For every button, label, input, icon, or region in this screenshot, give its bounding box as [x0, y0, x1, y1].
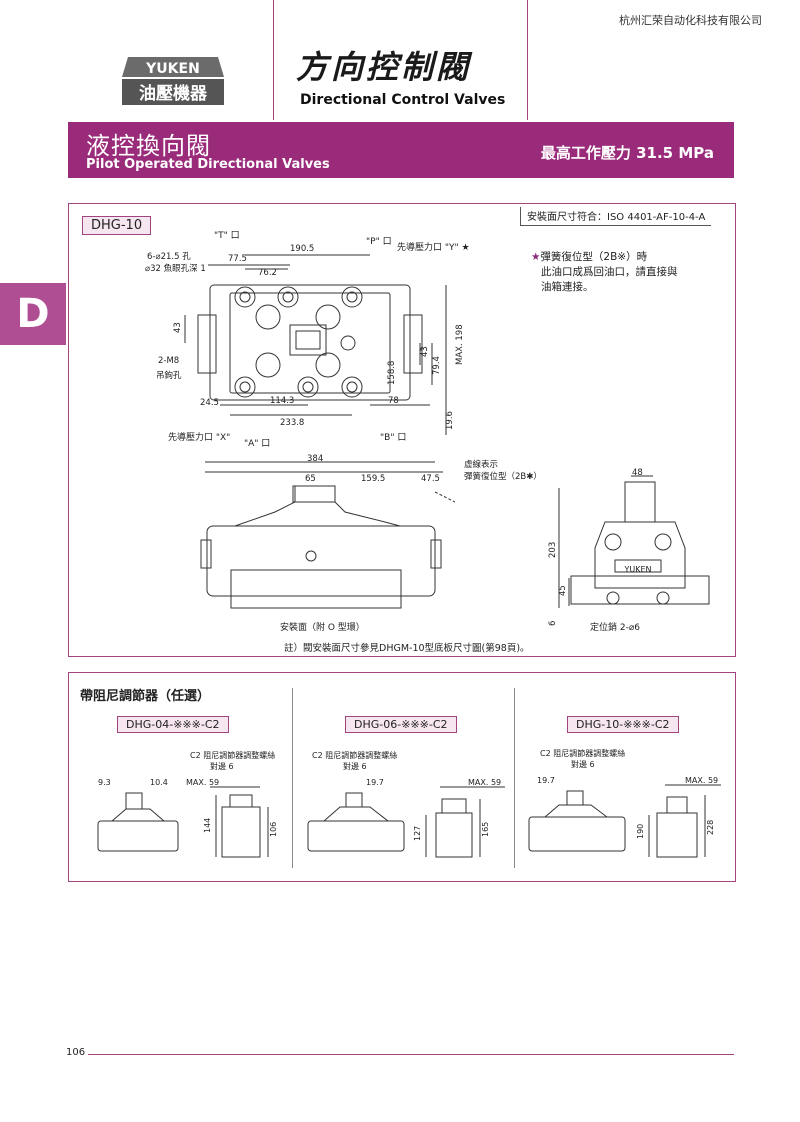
label-mount-face: 安裝面（附 O 型環） — [280, 623, 365, 633]
model-dhg10: DHG-10-※※※-C2 — [567, 716, 679, 733]
side-logo: YUKEN — [623, 565, 651, 574]
dim-158-8: 158.8 — [387, 361, 397, 385]
spring-return-note: ★彈簧復位型（2B※）時 此油口成爲回油口，請直接與 油箱連接。 — [531, 250, 678, 295]
company-name: 杭州汇荣自动化科技有限公司 — [619, 14, 762, 27]
page-title-zh: 方向控制閥 — [296, 48, 472, 86]
damper-drawing-04: 9.3 10.4 MAX. 59 144 106 — [97, 778, 278, 858]
dim-384: 384 — [307, 454, 323, 464]
divider-2 — [514, 688, 515, 868]
screw-sub-06: 對邊 6 — [343, 762, 367, 771]
label-m8-sub: 吊鉤孔 — [156, 371, 182, 381]
page-number: 106 — [66, 1047, 86, 1058]
label-dotted-1: 虛線表示 — [464, 460, 499, 470]
dim-45: 45 — [558, 585, 568, 596]
dim-04-144: 144 — [203, 818, 212, 833]
divider-1 — [292, 688, 293, 868]
section-banner: 液控換向閥 Pilot Operated Directional Valves … — [68, 122, 734, 178]
damper-drawing-06: 19.7 MAX. 59 127 165 — [307, 778, 505, 858]
screw-label-06: C2 阻尼調節器調整螺絲 — [312, 751, 398, 760]
dhg10-drawing-frame — [68, 203, 736, 657]
dim-24-5: 24.5 — [200, 398, 219, 408]
screw-label-04: C2 阻尼調節器調整螺絲 — [190, 751, 276, 760]
logo-brand: YUKEN — [145, 61, 200, 77]
dim-77-5: 77.5 — [228, 254, 247, 264]
model-label-dhg10: DHG-10 — [82, 216, 152, 235]
dim-06-165: 165 — [481, 822, 490, 837]
max-pressure: 最高工作壓力 31.5 MPa — [540, 144, 714, 162]
header-line-left — [273, 0, 274, 120]
top-view-drawing: 77.5 190.5 76.2 43 24.5 114.3 233.8 78 4… — [173, 244, 465, 435]
label-p-port: "P" 口 — [366, 237, 392, 247]
front-view-drawing: 384 65 159.5 47.5 — [200, 454, 455, 609]
dim-06-max59: MAX. 59 — [468, 778, 501, 787]
damper-title: 帶阻尼調節器（任選） — [80, 689, 211, 704]
dim-19-6: 19.6 — [445, 411, 455, 430]
label-a-port: "A" 口 — [244, 439, 271, 449]
dim-79-4: 79.4 — [432, 356, 442, 375]
dim-10-228: 228 — [706, 820, 715, 835]
dim-203: 203 — [548, 542, 558, 558]
banner-title-zh: 液控換向閥 — [86, 132, 211, 160]
dim-78: 78 — [388, 396, 399, 406]
dim-233-8: 233.8 — [280, 418, 304, 428]
side-view-drawing: YUKEN 48 203 45 6 — [548, 468, 710, 626]
page-title-en: Directional Control Valves — [300, 92, 506, 108]
header-line-right — [527, 0, 528, 120]
label-holes: 6-⌀21.5 孔 — [147, 252, 191, 262]
dim-114-3: 114.3 — [270, 396, 294, 406]
dim-76-2: 76.2 — [258, 268, 277, 278]
dim-6: 6 — [548, 621, 558, 626]
dim-04-106: 106 — [269, 822, 278, 837]
dim-48: 48 — [632, 468, 643, 478]
dim-65: 65 — [305, 474, 316, 484]
label-b-port: "B" 口 — [380, 433, 407, 443]
mount-standard: 安裝面尺寸符合：ISO 4401-AF-10-4-A — [520, 207, 712, 226]
dim-06-127: 127 — [413, 826, 422, 841]
label-y-port: 先導壓力口 "Y" ★ — [397, 243, 470, 253]
dim-43-a: 43 — [173, 322, 183, 333]
logo-sub: 油壓機器 — [139, 83, 208, 104]
side-tab-d[interactable]: D — [0, 283, 66, 345]
label-x-port: 先導壓力口 "X" — [168, 433, 231, 443]
model-dhg06: DHG-06-※※※-C2 — [345, 716, 457, 733]
note-line-3: 油箱連接。 — [541, 281, 594, 293]
dim-04-10-4: 10.4 — [150, 778, 168, 787]
label-m8: 2-M8 — [158, 356, 180, 366]
screw-sub-10: 對邊 6 — [571, 760, 595, 769]
dim-06-19-7: 19.7 — [366, 778, 384, 787]
dim-10-190: 190 — [636, 824, 645, 839]
banner-title-en: Pilot Operated Directional Valves — [86, 157, 330, 172]
dim-47-5: 47.5 — [421, 474, 440, 484]
yuken-logo: YUKEN 油壓機器 — [120, 55, 226, 107]
footer-line — [88, 1054, 734, 1055]
note-line-1: 彈簧復位型（2B※）時 — [540, 251, 648, 263]
dim-190-5: 190.5 — [290, 244, 314, 254]
label-t-port: "T" 口 — [214, 231, 240, 241]
dim-10-max59: MAX. 59 — [685, 776, 718, 785]
model-dhg04: DHG-04-※※※-C2 — [117, 716, 229, 733]
screw-sub-04: 對邊 6 — [210, 762, 234, 771]
dim-43-b: 43 — [420, 346, 430, 357]
label-dotted-2: 彈簧復位型（2B✱） — [464, 472, 542, 482]
label-counterbore: ⌀32 魚眼孔深 1 — [145, 264, 206, 274]
dim-10-19-7: 19.7 — [537, 776, 555, 785]
dim-max-198: MAX. 198 — [455, 324, 465, 365]
star-mark: ★ — [531, 251, 541, 263]
screw-label-10: C2 阻尼調節器調整螺絲 — [540, 749, 626, 758]
dim-04-9-3: 9.3 — [98, 778, 111, 787]
drawing-caption: 註）閥安裝面尺寸參見DHGM-10型底板尺寸圖(第98頁)。 — [284, 643, 530, 654]
note-line-2: 此油口成爲回油口，請直接與 — [541, 266, 678, 278]
dim-159-5: 159.5 — [361, 474, 385, 484]
dim-04-max59: MAX. 59 — [186, 778, 219, 787]
label-locate-pin: 定位銷 2-⌀6 — [590, 623, 640, 633]
damper-drawing-10: 19.7 MAX. 59 190 228 — [528, 776, 721, 858]
